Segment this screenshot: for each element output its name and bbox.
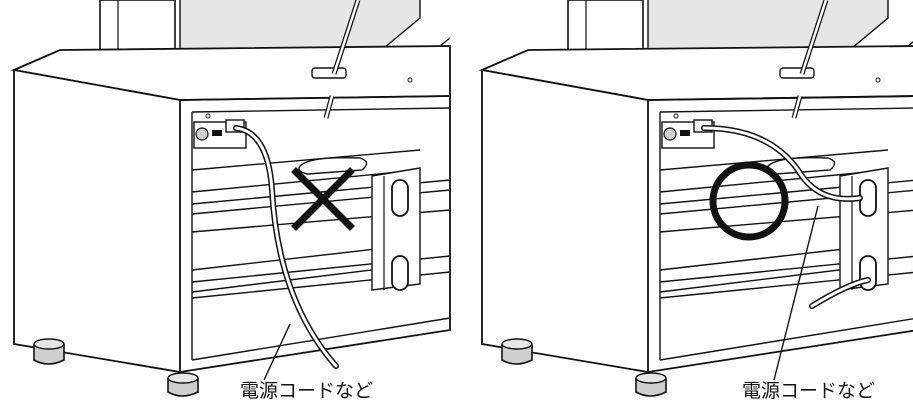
panel-incorrect <box>13 0 451 397</box>
callout-label-incorrect: 電源コードなど <box>240 380 374 402</box>
callout-leader <box>263 323 291 381</box>
circle-mark-icon <box>709 161 789 241</box>
x-mark-icon <box>291 167 355 231</box>
panel-correct <box>481 0 913 397</box>
callout-leader <box>773 205 819 381</box>
callout-label-correct: 電源コードなど <box>742 380 876 402</box>
